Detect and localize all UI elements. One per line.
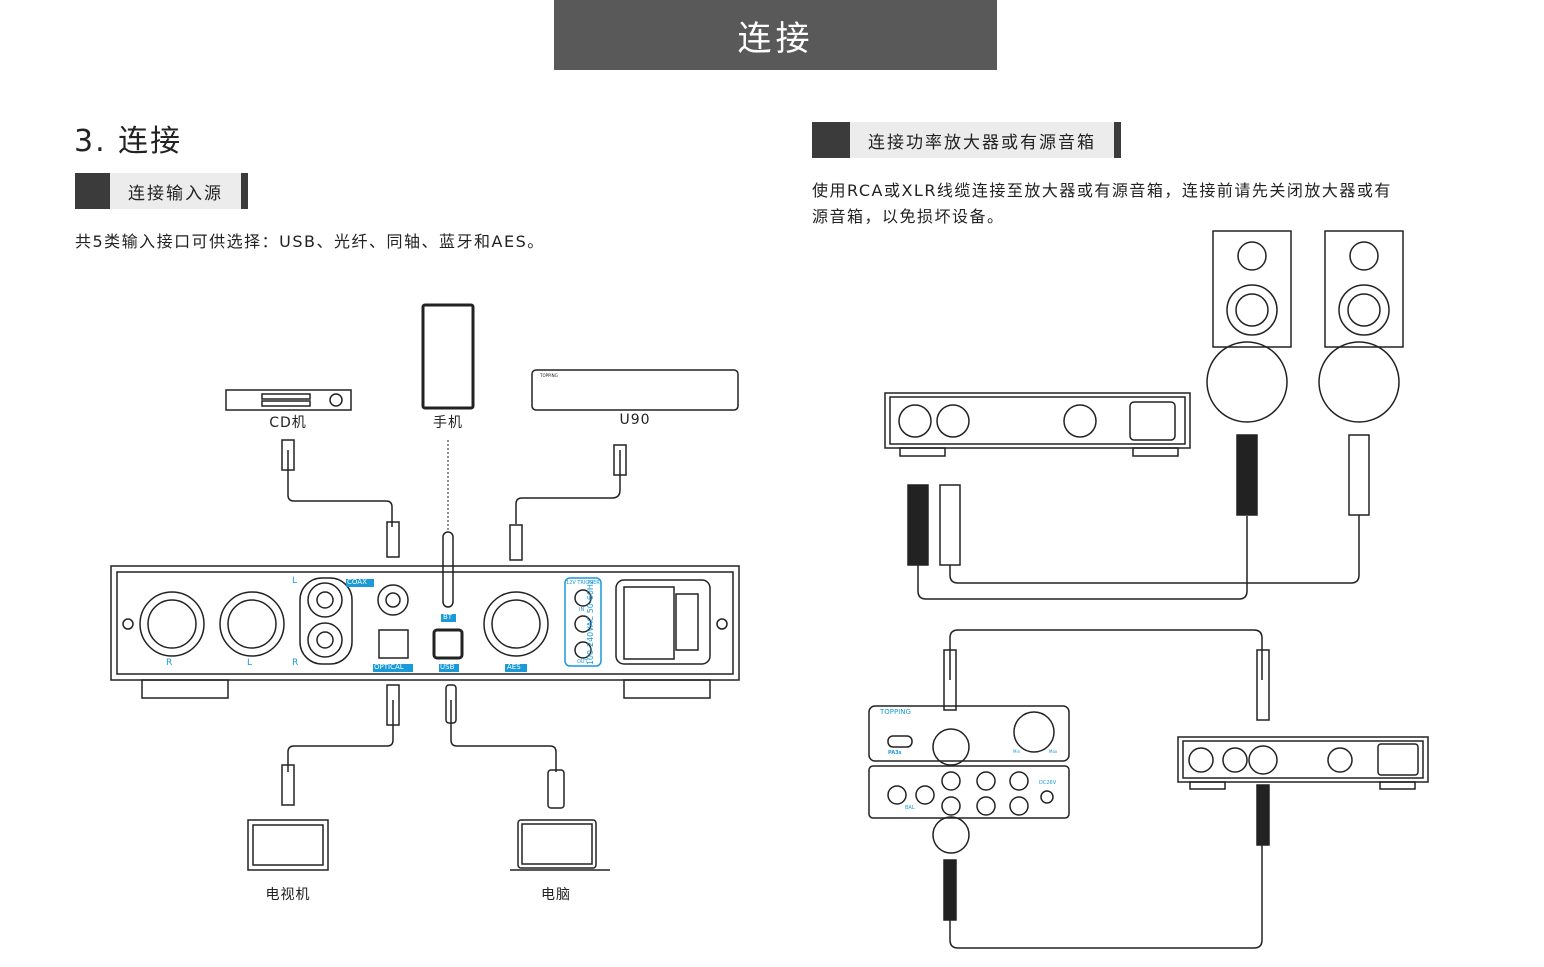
trigger-label: 12V TRIGGER: [566, 580, 600, 586]
main-device-back: [110, 565, 740, 699]
page-header: 连接: [554, 0, 997, 70]
cd-player: [225, 389, 352, 411]
speakers: [1206, 230, 1404, 423]
u90-device: TOPPING: [531, 369, 739, 411]
rca-r-label: R: [292, 658, 299, 668]
output-subheader: 连接功率放大器或有源音箱: [812, 122, 1121, 158]
input-description: 共5类输入接口可供选择：USB、光纤、同轴、蓝牙和AES。: [75, 232, 545, 251]
amp-min: Min: [1013, 749, 1021, 754]
xlr-l-label: L: [247, 658, 253, 668]
tv-label: 电视机: [265, 887, 311, 903]
phone-label: 手机: [433, 415, 463, 431]
tv: [247, 819, 329, 871]
amp-bal: BAL: [905, 805, 915, 811]
output-description: 使用RCA或XLR线缆连接至放大器或有源音箱，连接前请先关闭放大器或有 源音箱，…: [812, 178, 1392, 230]
u90-label: U90: [619, 412, 651, 428]
phone: [421, 303, 475, 410]
amp-model: PA3s: [888, 750, 902, 756]
pc-label: 电脑: [541, 887, 571, 903]
aes-label: AES: [507, 663, 521, 671]
dac-back-small: [884, 392, 1191, 457]
output-description-line2: 源音箱，以免损坏设备。: [812, 207, 1005, 226]
amp-power: DC26V: [1039, 780, 1057, 786]
power-spec-label: 100-240VAC 50-60Hz: [586, 579, 596, 666]
laptop: [510, 819, 610, 871]
optical-label: OPTICAL: [374, 663, 404, 671]
amp-max: Max: [1049, 749, 1058, 754]
panel-tags: [346, 579, 527, 672]
trigger-out-label: OUT: [577, 659, 588, 665]
amp-brand: TOPPING: [880, 708, 911, 716]
xlr-r-label: R: [166, 658, 173, 668]
pa3s-amp: [868, 705, 1070, 854]
section-title: 3. 连接: [74, 124, 183, 159]
svg-text:TOPPING: TOPPING: [539, 373, 558, 378]
dac-back-rca: [1177, 736, 1429, 790]
rca-l-label: L: [292, 576, 298, 586]
cd-label: CD机: [269, 415, 307, 431]
trigger-in-label: IN: [579, 607, 585, 613]
input-subheader: 连接输入源: [75, 173, 248, 209]
coax-label: COAX: [347, 578, 367, 586]
bt-label: BT: [443, 613, 453, 621]
output-subtitle: 连接功率放大器或有源音箱: [850, 122, 1114, 158]
output-description-line1: 使用RCA或XLR线缆连接至放大器或有源音箱，连接前请先关闭放大器或有: [812, 181, 1392, 200]
input-subtitle: 连接输入源: [110, 173, 241, 209]
usb-label: USB: [440, 663, 455, 671]
